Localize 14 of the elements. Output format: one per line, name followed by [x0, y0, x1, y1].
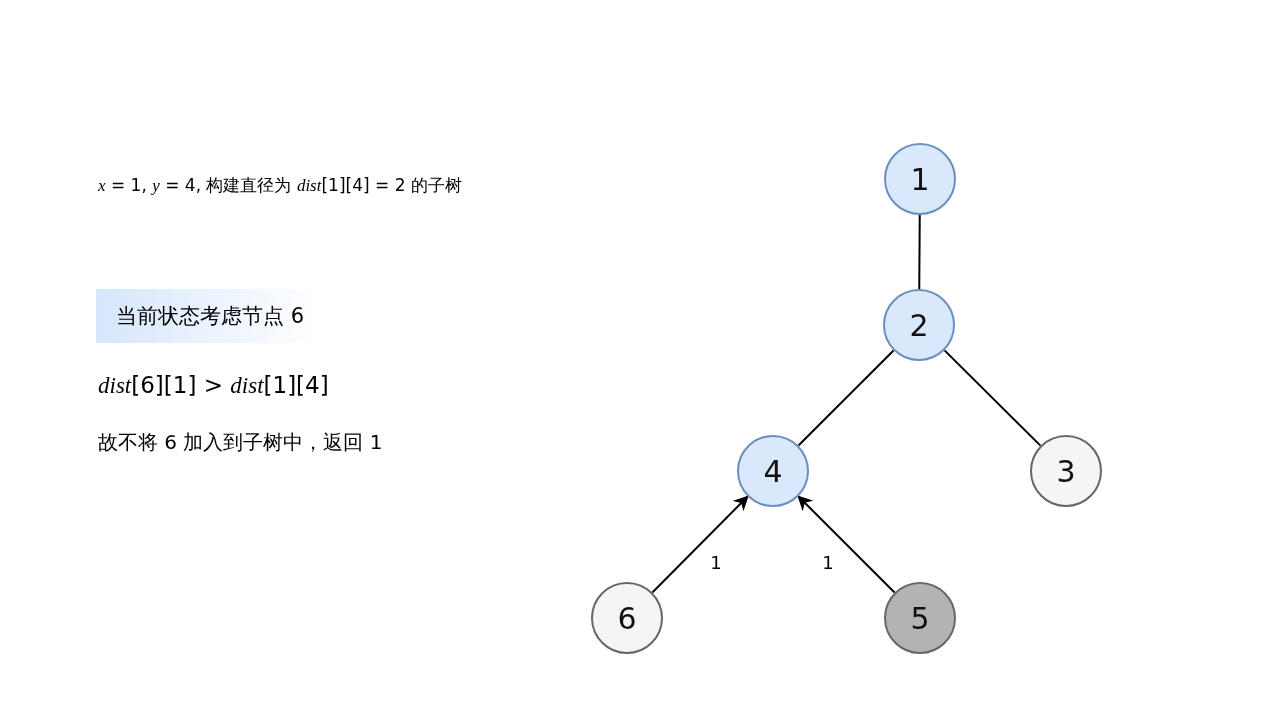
connector-line — [797, 349, 895, 447]
tree-node: 1 — [884, 143, 956, 215]
tree-node: 4 — [737, 435, 809, 507]
connector-line — [943, 349, 1042, 447]
note-text: 故不将 6 加入到子树中，返回 1 — [98, 429, 383, 456]
tree-node: 5 — [884, 582, 956, 654]
connector-line — [918, 214, 921, 290]
tree-node: 3 — [1030, 435, 1102, 507]
arrow — [651, 495, 749, 594]
tree-node: 6 — [591, 582, 663, 654]
tree-node: 2 — [883, 289, 955, 361]
formula-text: dist[6][1] > dist[1][4] — [98, 372, 329, 399]
arrow — [797, 495, 896, 594]
formula-text: x = 1, y = 4, 构建直径为 dist[1][4] = 2 的子树 — [98, 174, 462, 197]
